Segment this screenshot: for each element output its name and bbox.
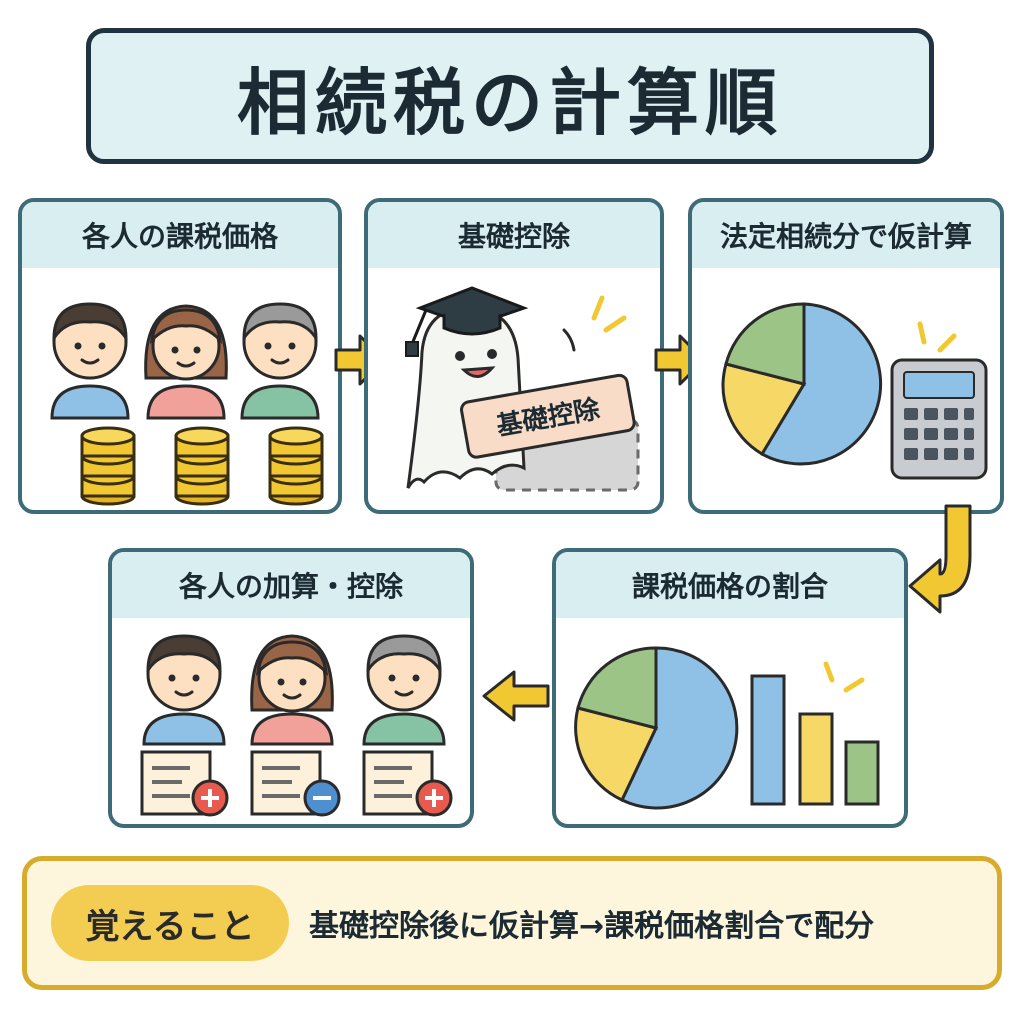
coin-stack-icon: [80, 426, 136, 506]
key-point-label: 覚えること: [51, 885, 289, 961]
step-panel-body: [692, 268, 1000, 510]
step-panel-statutory-share: 法定相続分で仮計算: [688, 198, 1004, 514]
step-panel-header: 各人の課税価格: [22, 202, 338, 268]
pie-chart-icon: [721, 302, 883, 466]
step-panel-value-ratio: 課税価格の割合: [552, 548, 908, 828]
step-panel-header: 課税価格の割合: [556, 552, 904, 618]
step-panel-body: [556, 618, 904, 824]
person-icon: [144, 304, 228, 420]
arrow-left-icon: [478, 666, 554, 726]
step-panel-adjustments: 各人の加算・控除: [108, 548, 474, 828]
person-icon: [240, 302, 320, 420]
step-panel-basic-deduction: 基礎控除 基礎控除: [364, 198, 664, 514]
step-panel-body: [22, 268, 338, 510]
graduation-cap-icon: [405, 286, 529, 357]
bar-chart-icon: [750, 661, 880, 806]
calculator-icon: [890, 321, 988, 480]
plus-icon: [415, 779, 453, 817]
plus-icon: [191, 779, 229, 817]
coin-stack-icon: [268, 426, 324, 506]
page-title: 相続税の計算順: [236, 60, 783, 145]
step-panel-taxable-value: 各人の課税価格: [18, 198, 342, 514]
coin-stack-icon: [174, 426, 230, 506]
minus-icon: [303, 779, 341, 817]
key-point-text: 基礎控除後に仮計算→課税価格割合で配分: [309, 909, 875, 944]
person-icon: [142, 634, 226, 746]
person-icon: [362, 634, 446, 746]
step-panel-header: 基礎控除: [368, 202, 660, 268]
title-banner: 相続税の計算順: [86, 28, 934, 164]
step-panel-header: 法定相続分で仮計算: [692, 202, 1000, 268]
step-panel-body: [112, 618, 470, 824]
pie-chart-icon: [574, 646, 739, 810]
arrow-curve-icon: [900, 500, 990, 630]
step-panel-body: 基礎控除: [368, 268, 660, 510]
step-panel-header: 各人の加算・控除: [112, 552, 470, 618]
person-icon: [50, 302, 130, 420]
person-icon: [250, 634, 334, 746]
key-point-box: 覚えること 基礎控除後に仮計算→課税価格割合で配分: [22, 856, 1002, 990]
